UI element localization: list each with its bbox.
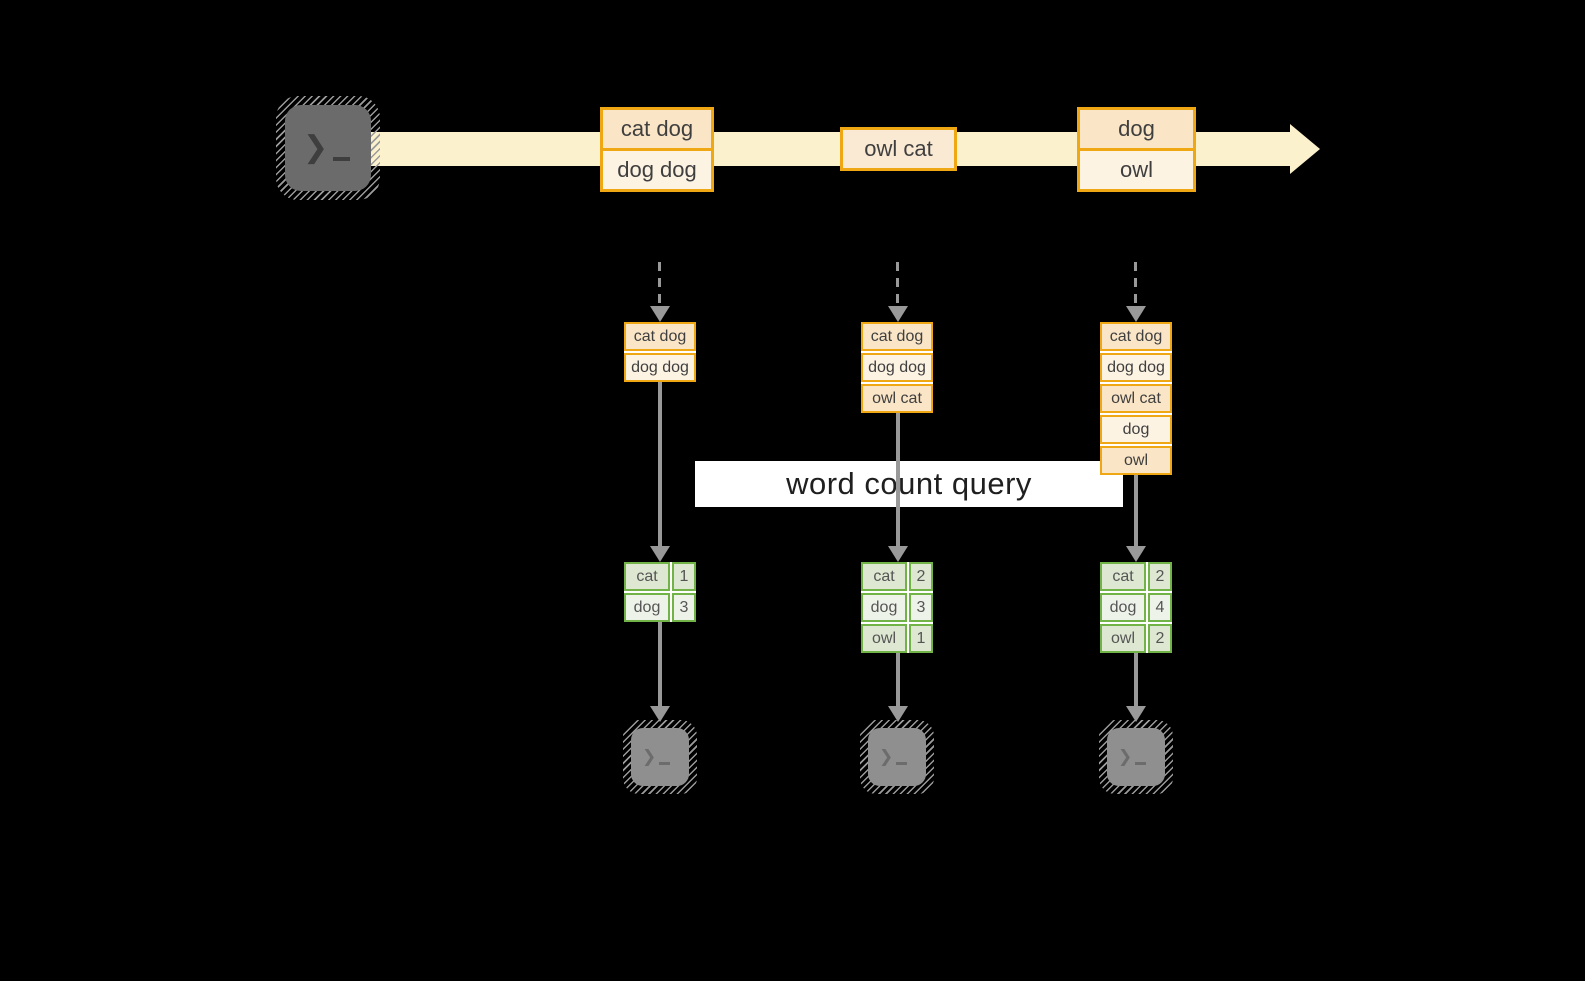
- flow-arrowhead-icon: [888, 546, 908, 562]
- flow-arrow-line: [1134, 475, 1138, 546]
- count-value: 2: [909, 562, 933, 591]
- output-arrowhead-icon: [888, 706, 908, 722]
- buffer-item: cat dog: [624, 322, 696, 351]
- output-arrowhead-icon: [1126, 706, 1146, 722]
- terminal-body: ❯: [285, 105, 371, 191]
- dashed-arrowhead-icon: [888, 306, 908, 322]
- dashed-arrow-line: [658, 262, 661, 308]
- count-value: 4: [1148, 593, 1172, 622]
- count-word: cat: [861, 562, 907, 591]
- event-line: dog: [1080, 110, 1193, 148]
- prompt-chevron-icon: ❯: [1118, 746, 1133, 767]
- dashed-arrowhead-icon: [1126, 306, 1146, 322]
- buffer-item: dog: [1100, 415, 1172, 444]
- buffer-item: dog dog: [861, 353, 933, 382]
- dashed-arrow-line: [1134, 262, 1137, 308]
- dashed-arrowhead-icon: [650, 306, 670, 322]
- count-word: dog: [624, 593, 670, 622]
- event-line: cat dog: [603, 110, 711, 148]
- output-arrowhead-icon: [650, 706, 670, 722]
- count-value: 2: [1148, 562, 1172, 591]
- prompt-chevron-icon: ❯: [879, 746, 894, 767]
- buffer-stack-2: cat dog dog dog owl cat: [861, 322, 933, 413]
- flow-arrow-line: [658, 382, 662, 546]
- stream-event-box-1: cat dog dog dog: [600, 107, 714, 192]
- flow-arrowhead-icon: [1126, 546, 1146, 562]
- output-arrow-line: [1134, 653, 1138, 706]
- terminal-output-icon-1: ❯: [623, 720, 697, 794]
- flow-arrowhead-icon: [650, 546, 670, 562]
- stream-event-box-2: owl cat: [840, 127, 957, 171]
- count-value: 1: [672, 562, 696, 591]
- count-value: 3: [909, 593, 933, 622]
- stream-event-box-3: dog owl: [1077, 107, 1196, 192]
- flow-arrow-line: [896, 413, 900, 546]
- prompt-cursor-icon: [333, 157, 351, 161]
- word-count-table-2: cat 2 dog 3 owl 1: [861, 562, 933, 653]
- terminal-body: ❯: [1107, 728, 1165, 786]
- count-value: 2: [1148, 624, 1172, 653]
- output-arrow-line: [896, 653, 900, 706]
- terminal-body: ❯: [631, 728, 689, 786]
- dashed-arrow-line: [896, 262, 899, 308]
- buffer-item: cat dog: [861, 322, 933, 351]
- terminal-source-icon: ❯: [276, 96, 380, 200]
- prompt-chevron-icon: ❯: [303, 130, 329, 165]
- count-word: dog: [1100, 593, 1146, 622]
- prompt-cursor-icon: [1135, 762, 1147, 765]
- prompt-cursor-icon: [896, 762, 908, 765]
- count-word: cat: [624, 562, 670, 591]
- count-word: owl: [1100, 624, 1146, 653]
- terminal-output-icon-3: ❯: [1099, 720, 1173, 794]
- stream-arrowhead-icon: [1290, 124, 1320, 174]
- terminal-body: ❯: [868, 728, 926, 786]
- word-count-table-1: cat 1 dog 3: [624, 562, 696, 622]
- prompt-cursor-icon: [659, 762, 671, 765]
- event-line: dog dog: [603, 148, 711, 189]
- terminal-output-icon-2: ❯: [860, 720, 934, 794]
- buffer-stack-1: cat dog dog dog: [624, 322, 696, 382]
- count-word: owl: [861, 624, 907, 653]
- count-value: 1: [909, 624, 933, 653]
- buffer-item: owl cat: [1100, 384, 1172, 413]
- output-arrow-line: [658, 622, 662, 706]
- event-line: owl cat: [843, 130, 954, 168]
- word-count-table-3: cat 2 dog 4 owl 2: [1100, 562, 1172, 653]
- buffer-item: cat dog: [1100, 322, 1172, 351]
- prompt-chevron-icon: ❯: [642, 746, 657, 767]
- buffer-item: owl cat: [861, 384, 933, 413]
- buffer-item: dog dog: [624, 353, 696, 382]
- count-word: dog: [861, 593, 907, 622]
- buffer-item: dog dog: [1100, 353, 1172, 382]
- buffer-stack-3: cat dog dog dog owl cat dog owl: [1100, 322, 1172, 475]
- count-word: cat: [1100, 562, 1146, 591]
- buffer-item: owl: [1100, 446, 1172, 475]
- count-value: 3: [672, 593, 696, 622]
- query-label: word count query: [695, 461, 1123, 507]
- event-line: owl: [1080, 148, 1193, 189]
